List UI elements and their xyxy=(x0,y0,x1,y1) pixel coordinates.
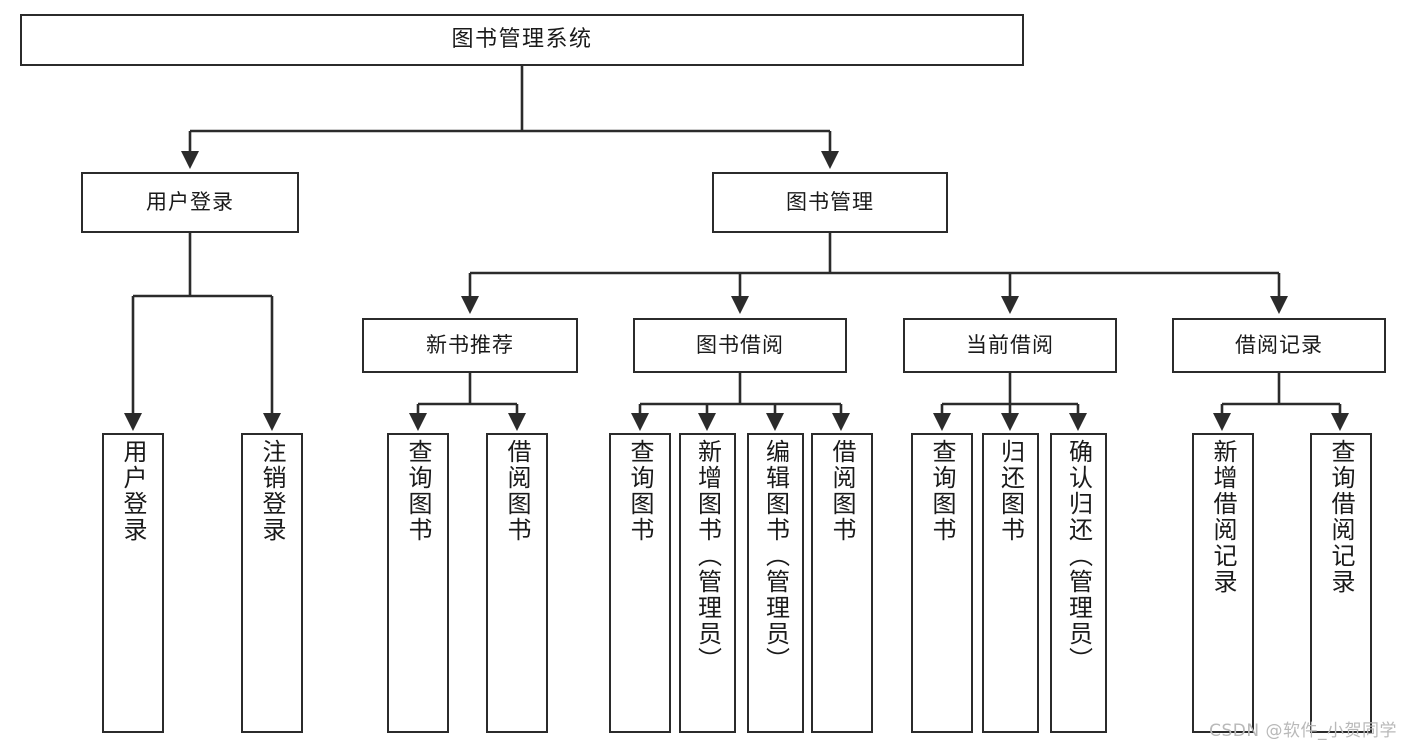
node-label: 用户登录 xyxy=(119,439,147,543)
node-label: 查询图书 xyxy=(404,439,432,543)
node-label: 查询图书 xyxy=(626,439,654,543)
node-label: 查询借阅记录 xyxy=(1327,439,1355,595)
node-label: 当前借阅 xyxy=(966,333,1054,358)
leaf-borrow-record-query-record[interactable]: 查询借阅记录 xyxy=(1310,433,1372,733)
node-label: 归还图书 xyxy=(996,439,1025,543)
leaf-current-borrow-query-book[interactable]: 查询图书 xyxy=(911,433,973,733)
leaf-book-borrow-borrow-book[interactable]: 借阅图书 xyxy=(811,433,873,733)
leaf-current-borrow-confirm-return-admin[interactable]: 确认归还（管理员） xyxy=(1050,433,1107,733)
node-root-book-management-system[interactable]: 图书管理系统 xyxy=(20,14,1024,66)
node-borrow-record[interactable]: 借阅记录 xyxy=(1172,318,1386,373)
leaf-current-borrow-return-book[interactable]: 归还图书 xyxy=(982,433,1039,733)
watermark: CSDN @软件_小贺同学 xyxy=(1209,721,1397,741)
node-label: 图书管理 xyxy=(786,190,874,215)
leaf-user-login-login[interactable]: 用户登录 xyxy=(102,433,164,733)
leaf-borrow-record-add-record[interactable]: 新增借阅记录 xyxy=(1192,433,1254,733)
node-new-book-recommend[interactable]: 新书推荐 xyxy=(362,318,578,373)
node-current-borrow[interactable]: 当前借阅 xyxy=(903,318,1117,373)
node-label: 图书管理系统 xyxy=(451,27,593,53)
leaf-new-book-query-book[interactable]: 查询图书 xyxy=(387,433,449,733)
node-label: 图书借阅 xyxy=(696,333,784,358)
node-book-borrow[interactable]: 图书借阅 xyxy=(633,318,847,373)
node-label: 注销登录 xyxy=(258,439,286,543)
node-label: 借阅图书 xyxy=(828,439,856,543)
node-label: 新书推荐 xyxy=(426,333,514,358)
node-label: 新增借阅记录 xyxy=(1209,439,1237,595)
leaf-book-borrow-add-book-admin[interactable]: 新增图书（管理员） xyxy=(679,433,736,733)
node-label: 借阅记录 xyxy=(1235,333,1323,358)
leaf-book-borrow-query-book[interactable]: 查询图书 xyxy=(609,433,671,733)
node-user-login[interactable]: 用户登录 xyxy=(81,172,299,233)
node-label: 用户登录 xyxy=(146,190,234,215)
node-label: 新增图书（管理员） xyxy=(693,439,722,673)
leaf-new-book-borrow-book[interactable]: 借阅图书 xyxy=(486,433,548,733)
node-book-management[interactable]: 图书管理 xyxy=(712,172,948,233)
node-label: 编辑图书（管理员） xyxy=(761,439,790,673)
leaf-book-borrow-edit-book-admin[interactable]: 编辑图书（管理员） xyxy=(747,433,804,733)
leaf-user-login-logout[interactable]: 注销登录 xyxy=(241,433,303,733)
node-label: 查询图书 xyxy=(928,439,956,543)
node-label: 确认归还（管理员） xyxy=(1064,439,1093,673)
node-label: 借阅图书 xyxy=(503,439,531,543)
